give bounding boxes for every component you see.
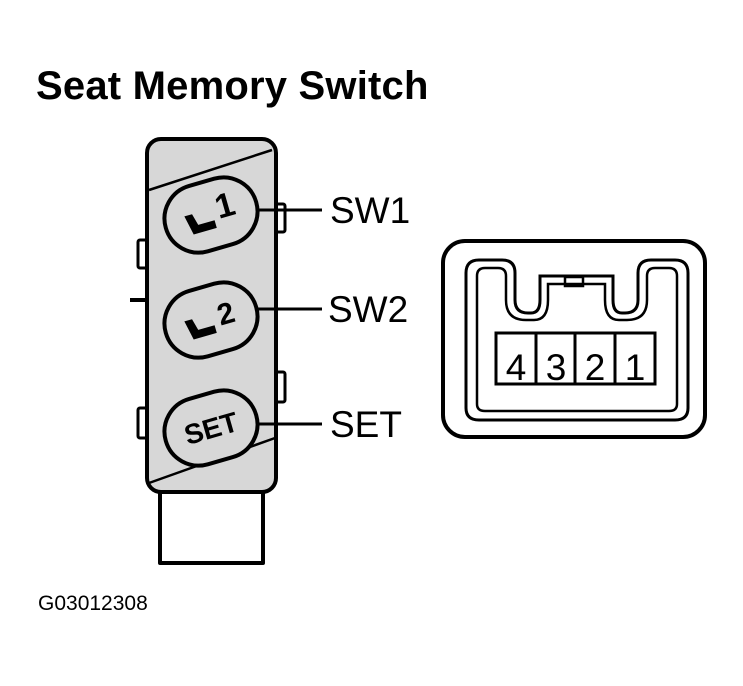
memory-button-2: 2 [162,280,260,360]
seat-icon [184,319,217,340]
seat-icon [184,214,217,235]
connector-pin-3: 3 [546,347,567,388]
figure-code: G03012308 [38,592,148,615]
callout-sw2: SW2 [328,289,408,330]
set-button: SET [162,388,260,468]
switch-plug [158,483,265,565]
connector-pin-4: 4 [506,347,527,388]
callout-sw1: SW1 [330,190,410,231]
callout-set: SET [330,404,402,445]
diagram-title: Seat Memory Switch [36,64,429,108]
memory-button-1: 1 [162,175,260,255]
connector-pin-1: 1 [625,347,646,388]
switch-bevel-top [148,148,273,192]
connector-inner-outline-2 [475,266,679,413]
connector-face [441,239,707,439]
connector-pin-2: 2 [585,347,606,388]
connector-inner-outline [464,258,690,422]
connector-key [563,275,585,288]
connector-outer [441,239,707,439]
